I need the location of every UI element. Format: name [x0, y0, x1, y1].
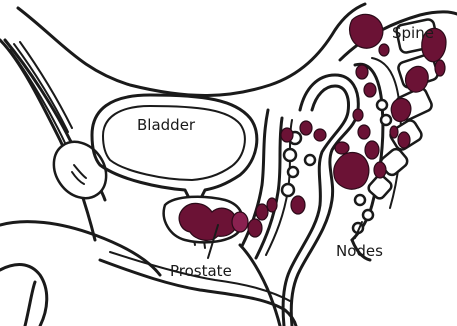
lymph-node [355, 195, 365, 205]
left-lower-outline [0, 265, 47, 326]
lymph-node [288, 167, 298, 177]
spine-metastasis [379, 44, 389, 56]
spine-metastasis [398, 132, 410, 148]
node-metastasis [356, 65, 368, 79]
spine-metastasis [350, 14, 383, 48]
lymph-node [282, 184, 294, 196]
node-metastasis [374, 162, 386, 178]
spine-metastasis [390, 126, 398, 138]
node-metastasis [291, 196, 305, 214]
node-metastasis [365, 141, 379, 159]
bladder-label: Bladder [137, 116, 196, 134]
lymph-node [381, 115, 391, 125]
spine-metastasis [435, 60, 445, 76]
node-metastasis [248, 219, 262, 237]
nodes-label: Nodes [336, 242, 383, 260]
abdominal-wall [0, 40, 95, 240]
node-metastasis [364, 83, 376, 97]
lymph-node [377, 100, 387, 110]
node-metastasis [358, 125, 370, 139]
node-metastasis [353, 109, 363, 121]
prostate-label: Prostate [170, 262, 232, 280]
node-metastasis [256, 204, 268, 220]
spine-metastasis [391, 98, 411, 121]
bladder-wall-outer [92, 95, 257, 200]
node-cluster [334, 153, 369, 190]
spine-metastasis [406, 66, 429, 92]
node-metastasis [267, 198, 277, 212]
lymph-node [305, 155, 315, 165]
node-metastasis [281, 128, 293, 142]
node-metastasis [335, 142, 349, 154]
lymph-node [363, 210, 373, 220]
rectum-wall-2 [256, 118, 282, 258]
penis-shaft-lines [14, 42, 72, 132]
prostate-tumor-extension [232, 212, 248, 232]
body-contour [18, 4, 365, 96]
left-lower-inner [25, 282, 35, 326]
node-metastasis [314, 129, 326, 141]
spine-label: Spine [392, 24, 434, 42]
perineum-curve [0, 222, 160, 275]
lymph-node [284, 149, 296, 161]
node-metastasis [300, 121, 312, 135]
